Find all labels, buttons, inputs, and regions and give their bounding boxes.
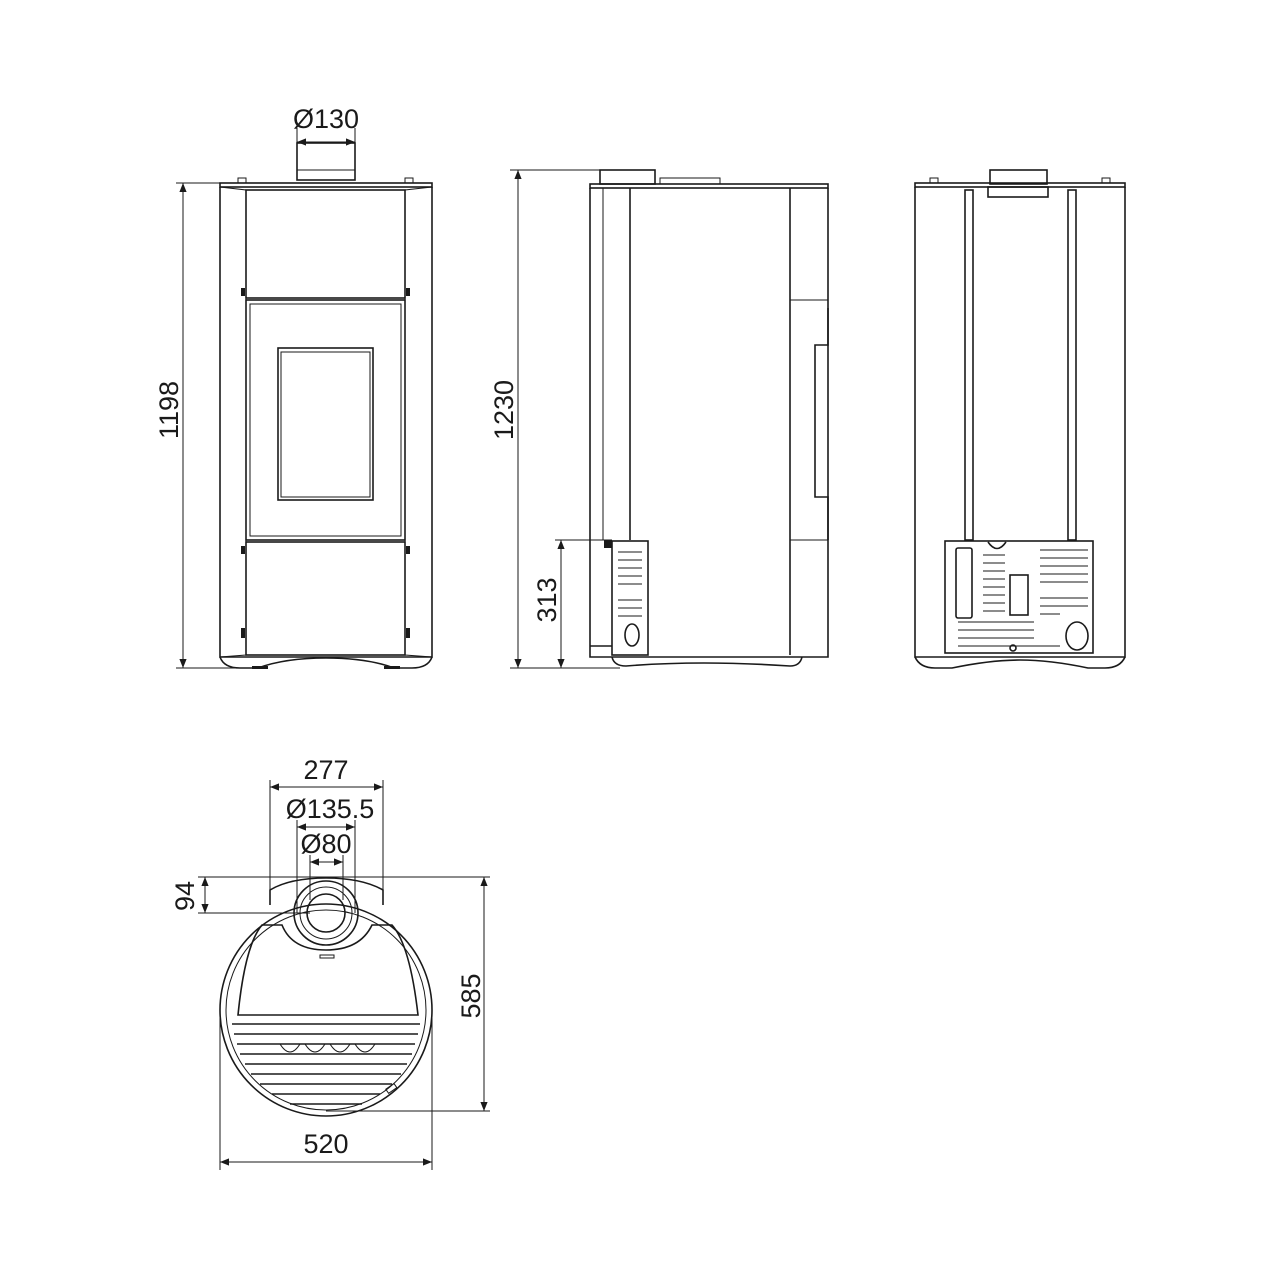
power-socket (1009, 574, 1029, 616)
dim-height: 1198 (154, 381, 184, 439)
rear-panel (944, 540, 1094, 654)
door-glass (277, 347, 374, 501)
dim-width: 520 (303, 1129, 348, 1159)
flue-pipe (296, 142, 356, 181)
side-view: 1230 313 (489, 169, 829, 669)
hood (269, 877, 384, 905)
dim-outlet-height: 313 (532, 577, 562, 622)
dim-flue-diameter: Ø135.5 (286, 794, 375, 824)
body-outline (219, 187, 433, 658)
flue-outlet (599, 169, 656, 185)
flue-outlet (989, 169, 1048, 185)
dim-height: 1230 (489, 380, 519, 440)
dim-air-inlet-diameter: Ø80 (300, 829, 351, 859)
body-outline (589, 188, 829, 658)
air-inlet (1065, 621, 1089, 651)
dim-hood-width: 277 (303, 755, 348, 785)
front-view: Ø130 1198 (154, 104, 433, 669)
rear-box (611, 540, 649, 656)
bottom-panel (245, 541, 406, 656)
dim-flue-diameter: Ø130 (293, 104, 359, 134)
air-inlet (306, 893, 346, 933)
door (245, 299, 406, 541)
top-plate (219, 182, 433, 188)
control-panel (955, 547, 973, 619)
top-view: 277 Ø135.5 Ø80 94 585 520 (170, 755, 490, 1170)
dim-flue-offset: 94 (170, 881, 200, 911)
top-panel (245, 189, 406, 299)
body-outline (914, 187, 1126, 658)
base (219, 656, 433, 669)
back-view (914, 169, 1126, 669)
dim-depth: 585 (456, 973, 486, 1018)
